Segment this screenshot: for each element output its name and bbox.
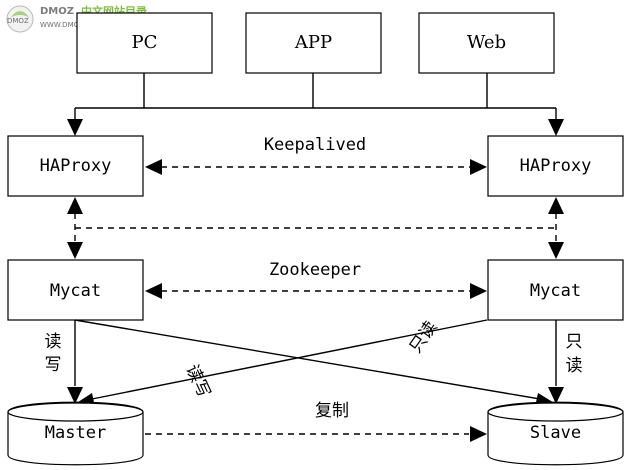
watermark-logo-icon xyxy=(6,5,34,33)
replication-arrow-icon xyxy=(470,426,487,442)
client-label-app: APP xyxy=(294,32,332,53)
mycat-right-label: Mycat xyxy=(530,281,581,301)
client-connector-lines xyxy=(67,73,564,136)
mycat-left-box xyxy=(7,259,144,321)
left-read-write-char-2: 写 xyxy=(45,355,62,375)
master-cylinder-top xyxy=(7,402,144,422)
left-read-write-char-1: 读 xyxy=(45,332,62,352)
zookeeper-label: Zookeeper xyxy=(269,260,361,280)
mycat-database-links xyxy=(67,319,564,407)
slave-label: Slave xyxy=(530,423,581,443)
client-box-pc xyxy=(76,12,213,74)
haproxy-left-box xyxy=(7,135,144,197)
right-read-only-char-2: 读 xyxy=(566,356,583,376)
diagonal-read-only-label: 只读 xyxy=(406,318,442,357)
keepalived-label: Keepalived xyxy=(264,135,366,155)
right-mycat-to-master-diagonal-line xyxy=(91,319,488,400)
replication-label: 复制 xyxy=(315,401,349,421)
left-mycat-to-slave-diagonal-line xyxy=(74,319,541,400)
diagonal-read-write-label: 读写 xyxy=(181,362,213,401)
zookeeper-left-arrow-icon xyxy=(145,283,162,299)
haproxy-right-bottom-arrow-icon xyxy=(548,197,564,214)
haproxy-right-box xyxy=(487,135,624,197)
right-read-only-char-1: 只 xyxy=(566,332,583,352)
watermark-leaf-icon xyxy=(11,11,29,18)
slave-database: Slave xyxy=(487,401,624,466)
haproxy-right-label: HAProxy xyxy=(520,156,592,176)
watermark-brand: DMOZ xyxy=(40,6,74,17)
haproxy-left-bottom-arrow-icon xyxy=(67,197,83,214)
arrow-haproxy-right-top-icon xyxy=(548,119,564,136)
slave-top-arrow-icon xyxy=(548,387,564,404)
client-box-web xyxy=(418,12,555,74)
keepalived-left-arrow-icon xyxy=(145,159,162,175)
client-box-app xyxy=(245,12,382,74)
client-label-pc: PC xyxy=(132,32,158,53)
client-label-web: Web xyxy=(467,32,506,53)
mycat-left-label: Mycat xyxy=(50,281,101,301)
mycat-right-top-arrow-icon xyxy=(548,242,564,259)
watermark-badge-text: DMOZ xyxy=(7,17,29,25)
master-database: Master xyxy=(7,401,144,466)
mycat-left-top-arrow-icon xyxy=(67,242,83,259)
slave-cylinder-top xyxy=(487,402,624,422)
haproxy-mycat-dashed-connections xyxy=(67,197,564,259)
zookeeper-right-arrow-icon xyxy=(470,283,487,299)
haproxy-left-label: HAProxy xyxy=(40,156,112,176)
mycat-right-box xyxy=(487,259,624,321)
keepalived-right-arrow-icon xyxy=(470,159,487,175)
master-top-arrow-icon xyxy=(67,387,83,404)
arrow-haproxy-left-top-icon xyxy=(67,119,83,136)
master-label: Master xyxy=(45,423,106,443)
